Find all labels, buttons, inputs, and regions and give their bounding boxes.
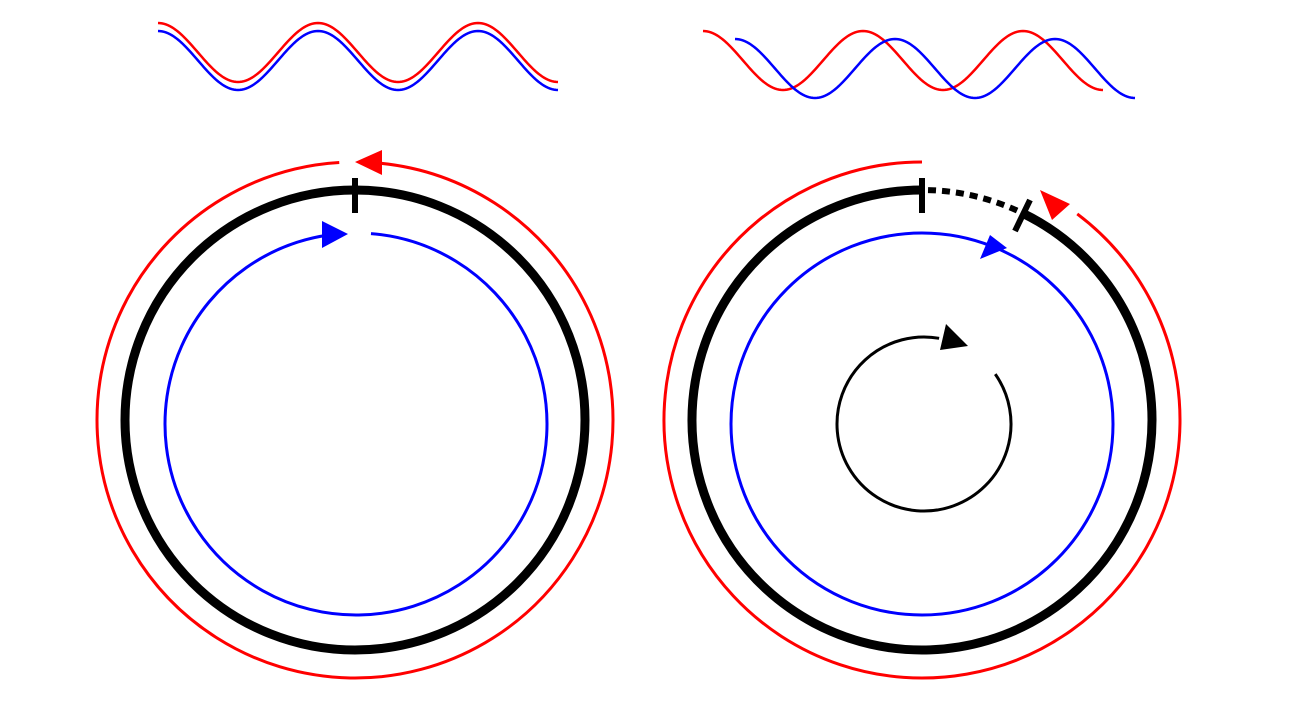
fiber-ring-dotted-segment xyxy=(927,187,1021,215)
blue-arrow-icon xyxy=(322,221,348,248)
blue-wave xyxy=(157,29,559,92)
rotation-arc xyxy=(835,335,1013,513)
red-arrow-icon xyxy=(1040,190,1070,220)
red-arrow-icon xyxy=(355,150,382,175)
detector-tick xyxy=(1012,198,1033,233)
rotation-arrow-icon xyxy=(940,324,968,350)
blue-beam-arc xyxy=(729,231,1115,617)
red-wave xyxy=(157,21,559,84)
fiber-ring xyxy=(120,185,590,655)
red-beam-arc xyxy=(95,160,615,680)
blue-arrow-icon xyxy=(980,235,1007,259)
left-panel xyxy=(95,21,615,680)
blue-wave xyxy=(734,37,1136,100)
right-panel xyxy=(662,29,1182,680)
blue-beam-arc xyxy=(163,232,549,617)
fiber-ring xyxy=(687,185,1157,655)
red-wave xyxy=(702,29,1104,92)
red-beam-arc xyxy=(662,160,1182,680)
